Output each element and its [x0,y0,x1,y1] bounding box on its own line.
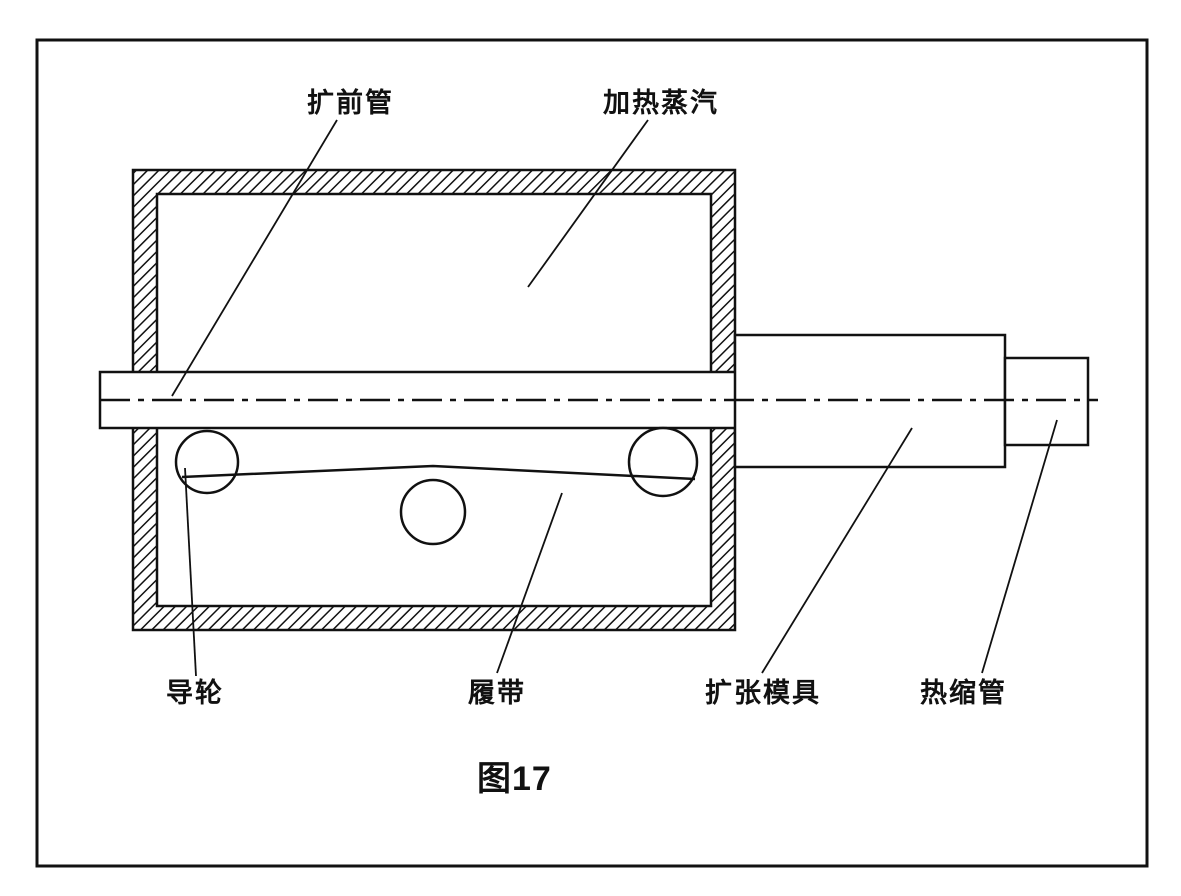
leader-track-belt [496,492,563,674]
leader-expansion-die [761,427,913,674]
label-heating-steam: 加热蒸汽 [603,88,719,118]
label-heat-shrink-tube: 热缩管 [920,677,1007,708]
leader-heat-shrink-tube [981,419,1058,674]
leader-heating-steam [527,119,649,288]
label-expansion-die: 扩张模具 [705,678,821,708]
figure-caption: 图17 [477,760,552,798]
label-guide-wheel: 导轮 [166,678,224,708]
leader-pre-expansion-tube [171,119,338,397]
heat-shrink-tube-shape [1003,356,1090,447]
guide-wheel-middle [399,478,467,546]
leader-guide-wheel [184,467,197,677]
label-track-belt: 履带 [468,678,526,708]
guide-wheel-right [627,426,699,498]
track-belt-shape [181,464,696,481]
label-pre-expansion-tube: 扩前管 [307,87,394,118]
